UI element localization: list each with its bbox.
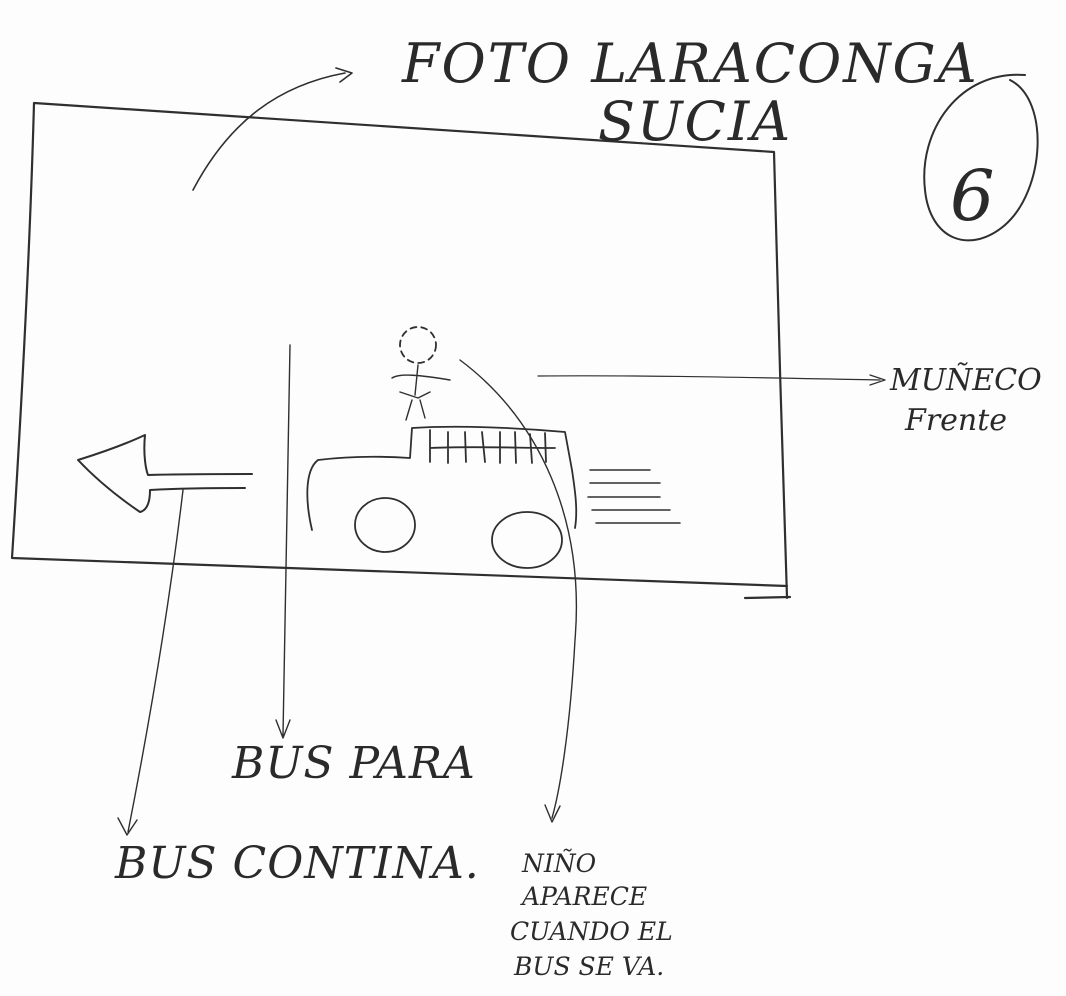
leftward-arrow xyxy=(77,434,253,513)
arrow-to-child-note xyxy=(459,359,578,823)
frame-number-circle xyxy=(923,73,1039,242)
doll-note-line2: Frente xyxy=(904,403,1007,438)
arrow-to-bus-continues xyxy=(117,489,184,836)
bus-speed-lines xyxy=(587,469,681,524)
child-note-line2: APARECE xyxy=(520,882,647,911)
photo-note-line2: SUCIA xyxy=(598,90,792,153)
bus-continues-note: BUS CONTINA. xyxy=(114,838,480,889)
child-note-line3: CUANDO EL xyxy=(510,917,673,946)
bus-wheel-front xyxy=(491,511,563,569)
bus-stops-note: BUS PARA xyxy=(231,738,476,789)
child-note-line4: BUS SE VA. xyxy=(513,952,664,981)
child-head xyxy=(399,326,437,364)
arrow-to-doll-note xyxy=(537,374,886,386)
arrow-to-photo-note xyxy=(192,67,353,191)
frame-number: 6 xyxy=(950,155,995,237)
doll-note-line1: MUÑECO xyxy=(889,362,1042,398)
photo-note-line1: FOTO LARACONGA xyxy=(401,32,979,95)
bus-body xyxy=(306,425,578,531)
arrow-to-bus-stops xyxy=(275,344,291,739)
screen-frame xyxy=(10,101,792,600)
bus-wheel-rear xyxy=(354,497,416,553)
child-body xyxy=(391,364,451,421)
child-note-line1: NIÑO xyxy=(521,848,596,878)
